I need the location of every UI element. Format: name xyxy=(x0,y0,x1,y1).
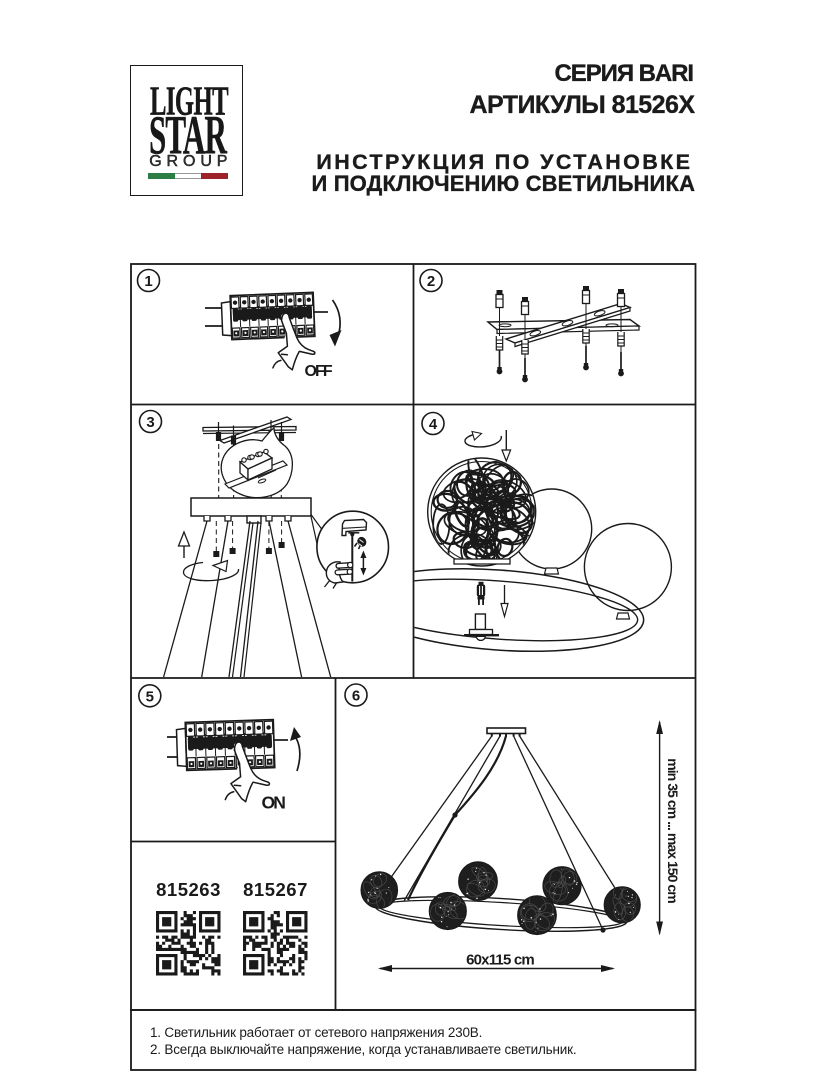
svg-text:815263: 815263 xyxy=(156,879,221,900)
svg-text:6: 6 xyxy=(352,688,360,705)
svg-text:815267: 815267 xyxy=(243,879,308,900)
svg-text:1: 1 xyxy=(144,273,152,290)
svg-text:60x115 cm: 60x115 cm xyxy=(466,952,534,969)
svg-text:5: 5 xyxy=(146,688,154,705)
svg-text:OFF: OFF xyxy=(305,363,333,380)
svg-text:3: 3 xyxy=(146,414,154,431)
svg-text:min 35 cm ... max 150 cm: min 35 cm ... max 150 cm xyxy=(665,758,681,903)
svg-text:2: 2 xyxy=(427,273,435,290)
svg-text:4: 4 xyxy=(429,416,438,433)
svg-text:ON: ON xyxy=(262,793,286,813)
